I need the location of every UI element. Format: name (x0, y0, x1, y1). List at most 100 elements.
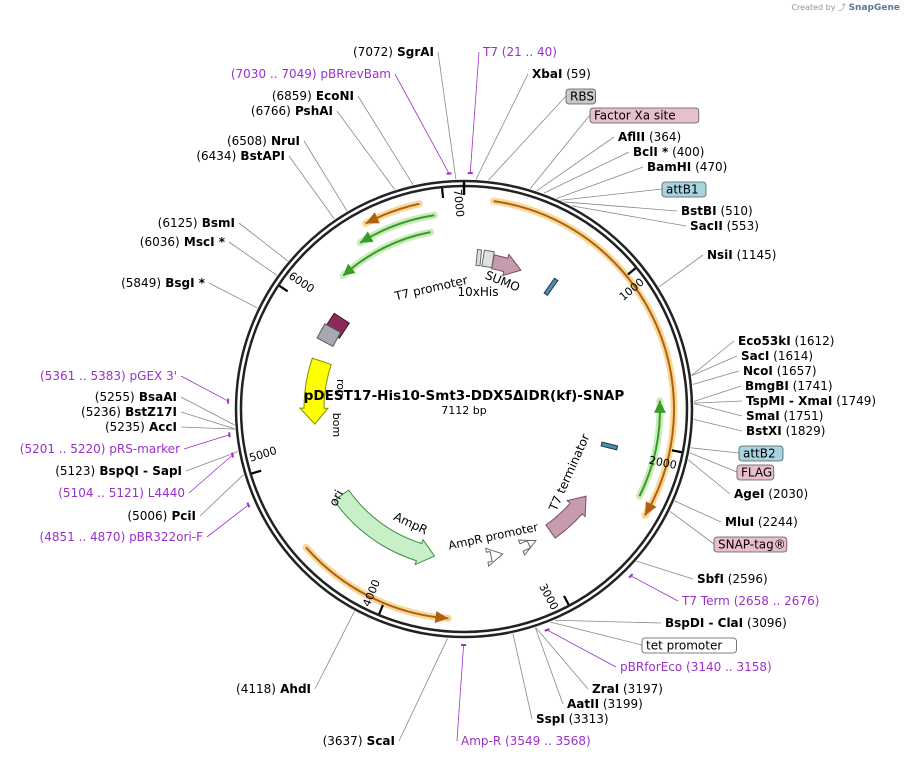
feature-box-label: Factor Xa site (594, 109, 676, 123)
t7-promoter-marker (475, 249, 483, 267)
orf-leader-arc-2-halo (339, 228, 434, 279)
site-label: (4118) AhdI (236, 682, 311, 696)
site-label: (5255) BsaAI (95, 390, 177, 404)
site-label: (6434) BstAPI (196, 149, 285, 163)
label-part: XbaI (532, 67, 562, 81)
label-part: (4851 .. 4870) (40, 530, 126, 544)
label-part: BsgI * (161, 276, 206, 290)
orf-main-arc (493, 200, 675, 517)
site-label: AgeI (2030) (734, 487, 808, 501)
leader-line (314, 611, 355, 690)
attb1-block (543, 277, 559, 296)
label-part: NruI (267, 134, 300, 148)
site-label: BspDI - ClaI (3096) (665, 616, 787, 630)
leader-line (693, 403, 743, 417)
leader-line (658, 254, 704, 288)
label-part: pBR322ori-F (125, 530, 203, 544)
label-part: BclI * (633, 145, 669, 159)
leader-line (691, 355, 738, 377)
feature-box (641, 637, 737, 654)
leader-line (206, 504, 249, 538)
orf-ampr-arc (305, 546, 449, 620)
site-label: (6766) PshAI (251, 104, 333, 118)
label-part: (3549 .. 3568) (501, 734, 591, 748)
primer-label: pBRforEco (3140 .. 3158) (620, 660, 772, 674)
label-part: (5255) (95, 390, 135, 404)
label-part: Amp-R (461, 734, 501, 748)
ori-label: ori (326, 487, 347, 508)
label-part: NsiI (707, 248, 733, 262)
label-part: (400) (668, 145, 704, 159)
label-part: NcoI (743, 364, 773, 378)
backbone-outer-strand (234, 179, 694, 639)
leader-line (536, 136, 615, 192)
label-part: AgeI (734, 487, 764, 501)
leader-line (674, 500, 722, 523)
his-tag-label: 10xHis (458, 285, 499, 299)
his-tag-block (481, 249, 495, 269)
feature-box (713, 536, 788, 553)
site-label: MluI (2244) (725, 515, 798, 529)
credit-brand: SnapGene (848, 3, 900, 13)
label-part: (6036) (140, 235, 180, 249)
leader-line (185, 451, 239, 472)
label-part: (7030 .. 7049) (231, 67, 317, 81)
leader-line (564, 201, 678, 212)
site-label: (5235) AccI (105, 420, 177, 434)
snapgene-credit: Created by ⤴ SnapGene (791, 2, 900, 13)
leader-line (188, 454, 233, 494)
label-part: (6125) (158, 216, 198, 230)
label-part: BspQI - SapI (95, 464, 182, 478)
label-part: BsmI (198, 216, 235, 230)
leader-line (336, 110, 396, 190)
label-part: AhdI (276, 682, 311, 696)
leader-line (556, 166, 644, 199)
leader-line (688, 459, 731, 495)
label-part: BstBI (681, 204, 717, 218)
ampr-promoter-arrow (485, 547, 504, 568)
leader-line (398, 638, 448, 742)
leader-line (689, 452, 738, 473)
leader-line (228, 241, 278, 276)
label-part: AflII (618, 130, 645, 144)
label-part: (3096) (743, 616, 787, 630)
site-label: (5849) BsgI * (121, 276, 206, 290)
ruler-tick (278, 284, 289, 293)
label-part: MscI * (180, 235, 226, 249)
label-part: (1612) (791, 334, 835, 348)
site-label: (7072) SgrAI (353, 45, 434, 59)
leader-line (437, 51, 457, 180)
site-label: (6125) BsmI (158, 216, 235, 230)
feature-box (589, 107, 700, 124)
primer-mark (544, 628, 550, 632)
primer-label: (5104 .. 5121) L4440 (58, 486, 185, 500)
ruler-tick (563, 595, 570, 606)
site-label: (6859) EcoNI (272, 89, 354, 103)
site-label: (5236) BstZ17I (81, 405, 177, 419)
label-part: (3197) (619, 682, 663, 696)
leader-line (180, 411, 235, 430)
orf-main-arc-arrowhead (644, 501, 657, 516)
leader-line (690, 447, 740, 454)
label-part: (3140 .. 3158) (682, 660, 772, 674)
feature-box (565, 88, 597, 105)
leader-line (488, 95, 567, 181)
site-label: SmaI (1751) (746, 409, 823, 423)
orf-upstream-arc-arrowhead (365, 212, 380, 224)
feature-box (738, 445, 784, 462)
label-part: (2030) (764, 487, 808, 501)
bom-block (316, 323, 342, 348)
site-label: (5123) BspQI - SapI (55, 464, 182, 478)
label-part: (510) (717, 204, 753, 218)
ruler-tick-label: 6000 (286, 269, 317, 295)
feature-box-label: attB2 (743, 447, 776, 461)
orf-ampr-arc-arrowhead (434, 611, 449, 624)
site-label: SspI (3313) (536, 712, 609, 726)
orf-leader-arc-1-arrowhead (360, 231, 374, 243)
leader-line (180, 396, 235, 426)
label-part: PshAI (291, 104, 333, 118)
label-part: (21 .. 40) (498, 45, 557, 59)
label-part: (6434) (196, 149, 236, 163)
primer-mark (628, 573, 634, 579)
